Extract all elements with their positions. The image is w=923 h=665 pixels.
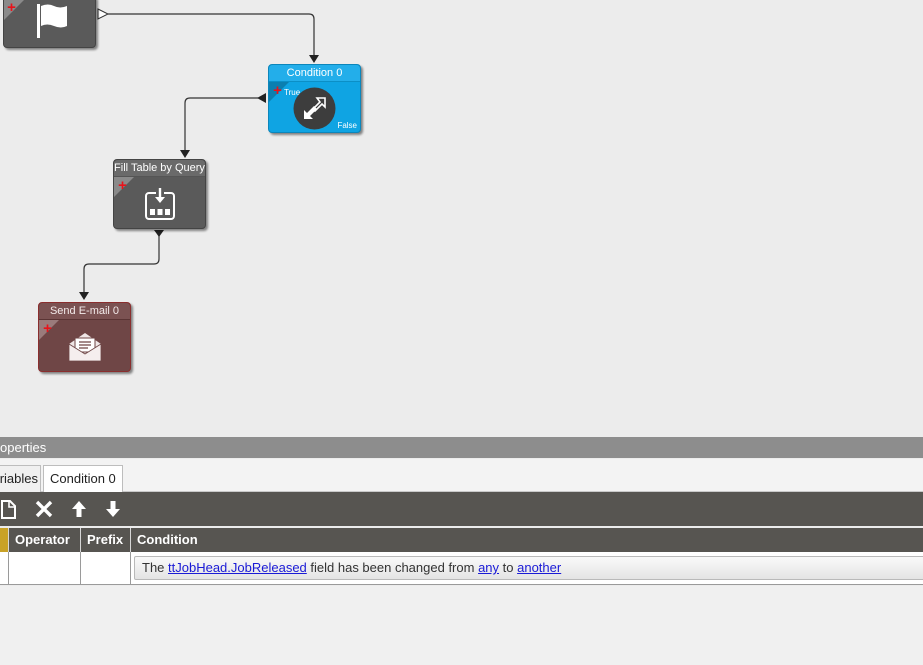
properties-empty-area (0, 586, 923, 665)
node-title: Condition 0 (269, 65, 360, 82)
move-down-icon[interactable] (102, 498, 124, 520)
connector-start-to-condition (108, 13, 315, 56)
send-email-node[interactable]: Send E-mail 0 + (38, 302, 131, 372)
condition-cell[interactable]: The ttJobHead.JobReleased field has been… (134, 556, 923, 580)
condition-arrows-icon (293, 87, 336, 130)
condition-text-prefix: The (142, 560, 169, 575)
condition-text-middle: field has been changed from (306, 560, 479, 575)
tab-variables[interactable]: riables (0, 465, 41, 492)
corner-triangle (114, 177, 134, 197)
add-plus-icon[interactable]: + (273, 82, 282, 99)
prefix-cell[interactable] (81, 552, 131, 585)
new-icon[interactable] (0, 498, 18, 520)
corner-triangle (39, 320, 59, 340)
tab-label: riables (0, 471, 38, 486)
condition-out-port (257, 93, 266, 103)
properties-tabs: riables Condition 0 (0, 459, 923, 493)
condition-in-arrow (309, 55, 319, 63)
delete-icon[interactable] (33, 498, 55, 520)
conditions-grid-header: Operator Prefix Condition (0, 528, 923, 552)
fill-out-port (154, 230, 164, 237)
fill-in-arrow (180, 150, 190, 158)
node-title: Fill Table by Query (114, 160, 205, 177)
envelope-icon (68, 333, 102, 362)
column-operator[interactable]: Operator (9, 528, 81, 552)
false-port-label: False (337, 121, 357, 130)
email-in-arrow (79, 292, 89, 300)
workflow-canvas[interactable]: + Condition 0 + True False Fill Table by… (0, 0, 923, 432)
field-link[interactable]: ttJobHead.JobReleased (168, 560, 307, 575)
from-value-link[interactable]: any (478, 560, 500, 575)
start-out-port (97, 8, 110, 20)
tab-condition[interactable]: Condition 0 (43, 465, 123, 493)
properties-panel-header: operties (0, 437, 923, 458)
fill-table-icon (145, 188, 175, 220)
table-row[interactable]: The ttJobHead.JobReleased field has been… (0, 552, 923, 585)
connector-fill-to-email (83, 236, 160, 293)
condition-node[interactable]: Condition 0 + True False (268, 64, 361, 133)
move-up-icon[interactable] (68, 498, 90, 520)
start-node[interactable]: + (3, 0, 96, 48)
node-title: Send E-mail 0 (39, 303, 130, 320)
add-plus-icon[interactable]: + (7, 0, 16, 16)
corner-triangle (269, 82, 289, 102)
add-plus-icon[interactable]: + (43, 320, 52, 337)
row-selector-cell[interactable] (0, 552, 9, 585)
to-value-link[interactable]: another (517, 560, 562, 575)
add-plus-icon[interactable]: + (118, 177, 127, 194)
column-condition[interactable]: Condition (137, 532, 198, 547)
true-port-label: True (284, 88, 301, 97)
fill-table-node[interactable]: Fill Table by Query + (113, 159, 206, 229)
connector-condition-to-fill (184, 97, 258, 151)
condition-text-to: to (499, 560, 518, 575)
properties-title: operties (0, 440, 47, 455)
condition-toolbar (0, 492, 923, 526)
connector-layer (79, 8, 319, 300)
operator-cell[interactable] (9, 552, 81, 585)
tab-label: Condition 0 (50, 471, 116, 486)
column-selector[interactable] (0, 528, 9, 552)
column-prefix[interactable]: Prefix (81, 528, 131, 552)
corner-triangle (4, 0, 24, 20)
flag-icon (37, 4, 67, 38)
